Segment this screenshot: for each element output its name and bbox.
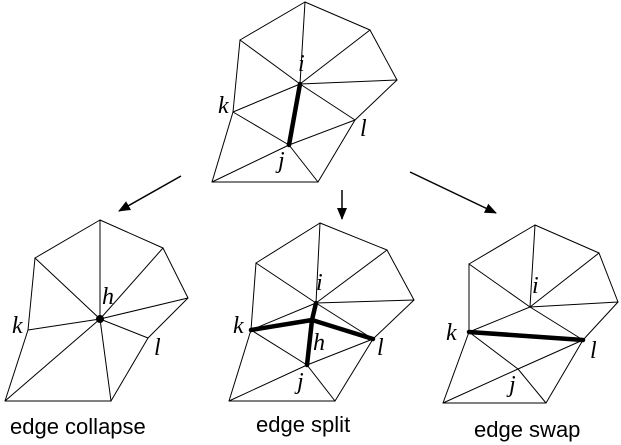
original-mesh: i k l j bbox=[211, 1, 398, 183]
vertex-label-k: k bbox=[446, 320, 457, 346]
swap-mesh: i k l j edge swap bbox=[442, 224, 619, 442]
vertex-label-k: k bbox=[218, 93, 229, 119]
vertex-label-i: i bbox=[298, 51, 305, 77]
caption-edge-swap: edge swap bbox=[474, 417, 580, 442]
swap-mesh-edges bbox=[442, 224, 619, 404]
vertex-label-h: h bbox=[102, 284, 114, 310]
vertex-label-l: l bbox=[377, 335, 384, 361]
arrow-to-swap bbox=[409, 171, 497, 214]
collapsed-vertex-h bbox=[96, 315, 104, 323]
vertex-label-l: l bbox=[360, 116, 367, 142]
collapse-mesh-edges bbox=[4, 219, 189, 402]
edge-ij bbox=[286, 81, 303, 148]
vertex-label-k: k bbox=[233, 313, 244, 339]
caption-edge-collapse: edge collapse bbox=[10, 414, 146, 439]
vertex-label-h: h bbox=[313, 330, 325, 356]
arrow-to-collapse bbox=[118, 175, 182, 212]
vertex-label-i: i bbox=[316, 270, 323, 296]
vertex-label-k: k bbox=[12, 313, 23, 339]
collapse-mesh: h k l edge collapse bbox=[4, 219, 189, 439]
split-new-edges bbox=[248, 300, 376, 368]
vertex-label-j: j bbox=[506, 372, 516, 398]
vertex-label-l: l bbox=[154, 335, 161, 361]
vertex-label-i: i bbox=[532, 273, 539, 299]
caption-edge-split: edge split bbox=[256, 412, 350, 437]
vertex-label-j: j bbox=[294, 369, 304, 395]
original-mesh-edges bbox=[211, 1, 398, 183]
split-mesh-edges bbox=[228, 222, 415, 402]
vertex-label-l: l bbox=[590, 338, 597, 364]
vertex-label-j: j bbox=[275, 148, 285, 174]
split-mesh: i h k l j edge split bbox=[228, 222, 415, 437]
edge-kl bbox=[466, 329, 586, 343]
